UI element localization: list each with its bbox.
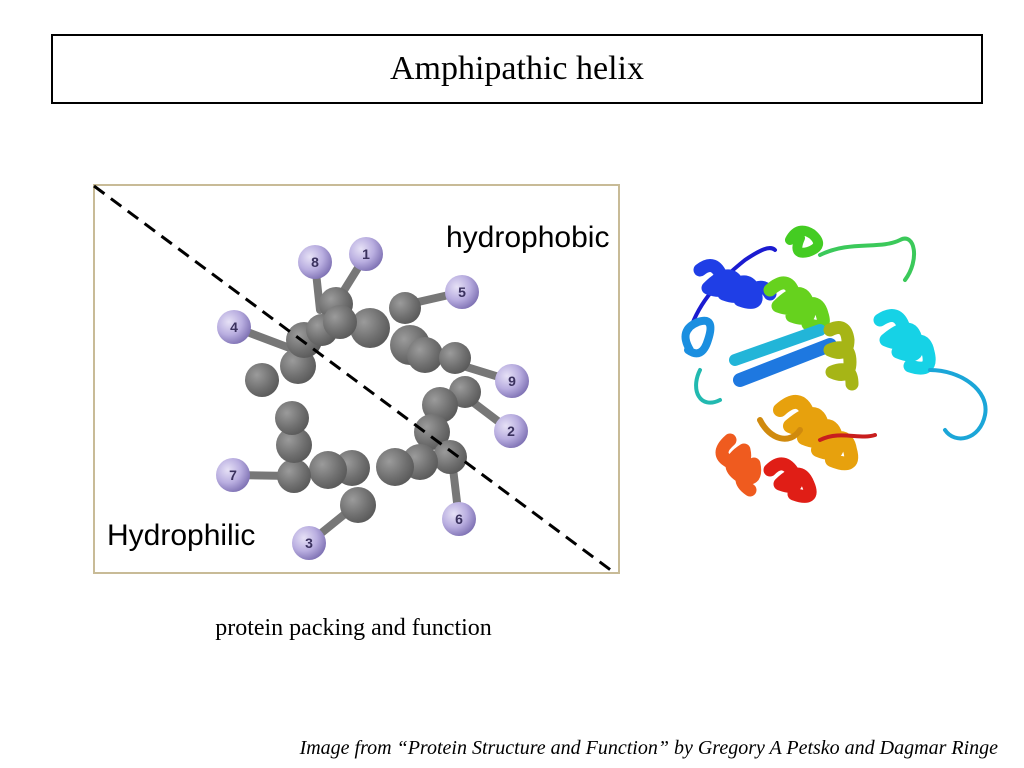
slide-title-text: Amphipathic helix	[389, 50, 644, 87]
residue-6: 6	[442, 502, 476, 536]
svg-text:6: 6	[455, 511, 463, 527]
svg-text:2: 2	[507, 423, 515, 439]
residue-balls: 1 8 5 4 9 2 7 6 3	[216, 237, 529, 560]
hydrophilic-label: Hydrophilic	[107, 519, 256, 552]
amphipathic-dividing-line	[93, 184, 617, 576]
hydrophobic-label: hydrophobic	[446, 221, 610, 254]
svg-text:8: 8	[311, 254, 319, 270]
protein-ribbon-illustration	[681, 225, 988, 503]
residue-2: 2	[494, 414, 528, 448]
svg-text:3: 3	[305, 535, 313, 551]
residue-4: 4	[217, 310, 251, 344]
helix-backbone	[245, 287, 481, 523]
svg-text:5: 5	[458, 284, 466, 300]
svg-text:4: 4	[230, 319, 238, 335]
svg-text:1: 1	[362, 246, 370, 262]
residue-7: 7	[216, 458, 250, 492]
residue-3: 3	[292, 526, 326, 560]
svg-text:9: 9	[508, 373, 516, 389]
residue-1: 1	[349, 237, 383, 271]
residue-5: 5	[445, 275, 479, 309]
image-credit: Image from “Protein Structure and Functi…	[299, 737, 998, 759]
helical-wheel-frame	[93, 184, 620, 574]
slide-title: Amphipathic helix	[51, 34, 983, 104]
residue-8: 8	[298, 245, 332, 279]
residue-9: 9	[495, 364, 529, 398]
svg-text:7: 7	[229, 467, 237, 483]
figure-caption: protein packing and function	[215, 615, 492, 641]
